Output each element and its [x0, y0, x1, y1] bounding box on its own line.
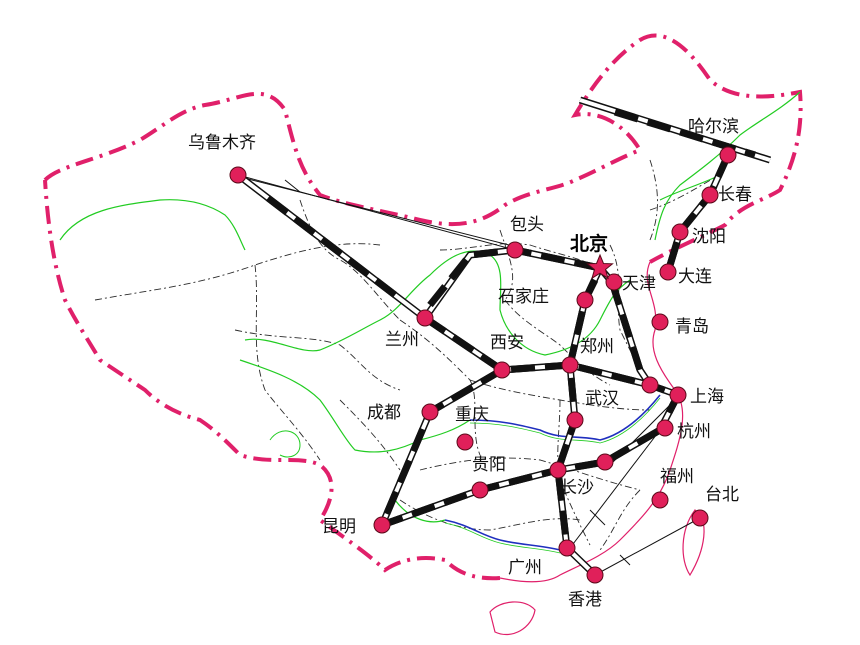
- label-qingdao: 青岛: [675, 317, 709, 337]
- label-chongqing: 重庆: [455, 405, 489, 425]
- label-zhengzhou: 郑州: [580, 337, 614, 357]
- hainan-island: [489, 601, 536, 636]
- label-changsha: 长沙: [560, 478, 594, 498]
- tarim-river: [59, 199, 246, 251]
- city-marker-hongkong[interactable]: [586, 566, 604, 584]
- label-baotou: 包头: [510, 215, 544, 235]
- label-tianjin: 天津: [622, 274, 656, 294]
- city-labels: 北京 乌鲁木齐 哈尔滨 长春 沈阳 大连 包头 天津 石家庄 青岛 兰州 西安 …: [188, 117, 752, 610]
- city-marker-kunming[interactable]: [373, 516, 391, 534]
- city-marker-urumqi[interactable]: [229, 166, 247, 184]
- yangtze-river-green: [239, 359, 471, 453]
- star-icon[interactable]: [586, 253, 614, 280]
- city-marker-guiyang[interactable]: [471, 481, 489, 499]
- city-marker-harbin[interactable]: [719, 146, 737, 164]
- city-marker-tianjin[interactable]: [605, 273, 623, 291]
- label-dalian: 大连: [678, 267, 712, 287]
- city-marker-wuhan[interactable]: [566, 411, 584, 429]
- southwest-river: [269, 430, 301, 458]
- label-kunming: 昆明: [322, 517, 356, 537]
- label-taibei: 台北: [705, 485, 739, 505]
- yangtze-river-blue: [469, 394, 661, 441]
- city-marker-hangzhou[interactable]: [656, 419, 674, 437]
- city-marker-xian[interactable]: [493, 361, 511, 379]
- label-urumqi: 乌鲁木齐: [188, 133, 256, 153]
- city-marker-qingdao[interactable]: [651, 313, 669, 331]
- label-shanghai: 上海: [690, 387, 724, 407]
- city-markers: [229, 146, 737, 584]
- pearl-river-green: [394, 499, 446, 523]
- city-marker-chengdu[interactable]: [421, 403, 439, 421]
- pearl-river-blue-green: [444, 522, 561, 554]
- national-border: [43, 33, 803, 264]
- city-marker-lanzhou[interactable]: [416, 309, 434, 327]
- label-shenyang: 沈阳: [692, 227, 726, 247]
- label-chengdu: 成都: [367, 403, 401, 423]
- city-marker-shijiazhuang[interactable]: [576, 291, 594, 309]
- capital-label: 北京: [570, 232, 608, 255]
- city-marker-changchun[interactable]: [701, 186, 719, 204]
- label-lanzhou: 兰州: [385, 330, 419, 350]
- label-hangzhou: 杭州: [677, 422, 711, 442]
- national-border-south: [43, 179, 501, 581]
- label-harbin: 哈尔滨: [688, 117, 739, 137]
- city-marker-nanchang[interactable]: [596, 453, 614, 471]
- label-wuhan: 武汉: [585, 389, 619, 409]
- coastline: [499, 261, 684, 583]
- city-marker-zhengzhou[interactable]: [561, 356, 579, 374]
- city-marker-shenyang[interactable]: [671, 223, 689, 241]
- province-boundaries: [94, 159, 721, 551]
- city-marker-baotou[interactable]: [506, 241, 524, 259]
- city-marker-taibei[interactable]: [691, 509, 709, 527]
- label-shijiazhuang: 石家庄: [498, 287, 549, 307]
- northeast-river: [654, 91, 801, 241]
- label-fuzhou: 福州: [660, 467, 694, 487]
- rivers: [59, 91, 801, 554]
- label-guiyang: 贵阳: [472, 455, 506, 475]
- city-marker-chongqing[interactable]: [456, 433, 474, 451]
- label-changchun: 长春: [718, 185, 752, 205]
- city-marker-nanjing[interactable]: [641, 376, 659, 394]
- label-hongkong: 香港: [568, 590, 602, 610]
- city-marker-shanghai[interactable]: [669, 386, 687, 404]
- pearl-river-blue: [444, 519, 561, 551]
- city-marker-guangzhou[interactable]: [558, 539, 576, 557]
- city-marker-dalian[interactable]: [659, 263, 677, 281]
- city-marker-fuzhou[interactable]: [651, 491, 669, 509]
- city-marker-changsha[interactable]: [549, 461, 567, 479]
- label-xian: 西安: [490, 333, 524, 353]
- label-guangzhou: 广州: [508, 558, 542, 578]
